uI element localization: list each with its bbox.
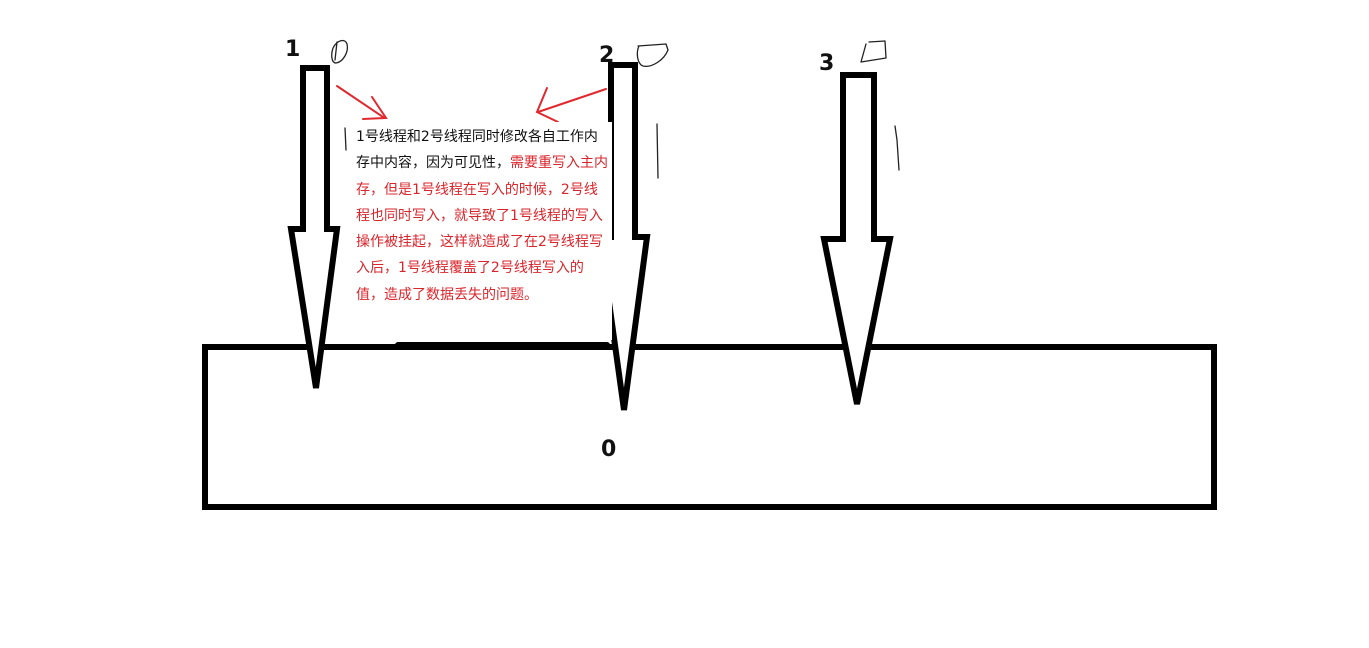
thread-3-label: 3 bbox=[819, 51, 834, 76]
note-underline-stroke bbox=[395, 342, 610, 348]
annotation-arrow-left bbox=[336, 85, 388, 120]
thread-1-tick bbox=[344, 127, 347, 151]
annotation-arrow-right bbox=[535, 87, 607, 123]
main-memory-label: 0 bbox=[601, 437, 616, 462]
thread-1-arrow bbox=[287, 65, 341, 389]
explanation-note: 1号线程和2号线程同时修改各自工作内存中内容，因为可见性，需要重写入主内存，但是… bbox=[350, 122, 612, 340]
main-memory-box bbox=[202, 344, 1217, 510]
thread-2-label: 2 bbox=[599, 43, 614, 68]
thread-1-scribble bbox=[331, 39, 349, 64]
thread-3-scribble bbox=[860, 40, 887, 63]
thread-1-label: 1 bbox=[285, 37, 300, 62]
thread-3-tick bbox=[894, 125, 900, 171]
note-text-black: 1号线程和2号线程同时修改各自工作内存中内容，因为可见性， bbox=[356, 129, 598, 172]
thread-3-arrow bbox=[820, 72, 894, 405]
thread-2-scribble bbox=[636, 43, 669, 67]
note-text-red: 需要重写入主内存，但是1号线程在写入的时候，2号线程也同时写入，就导致了1号线程… bbox=[356, 155, 608, 303]
thread-2-tick bbox=[656, 123, 659, 179]
